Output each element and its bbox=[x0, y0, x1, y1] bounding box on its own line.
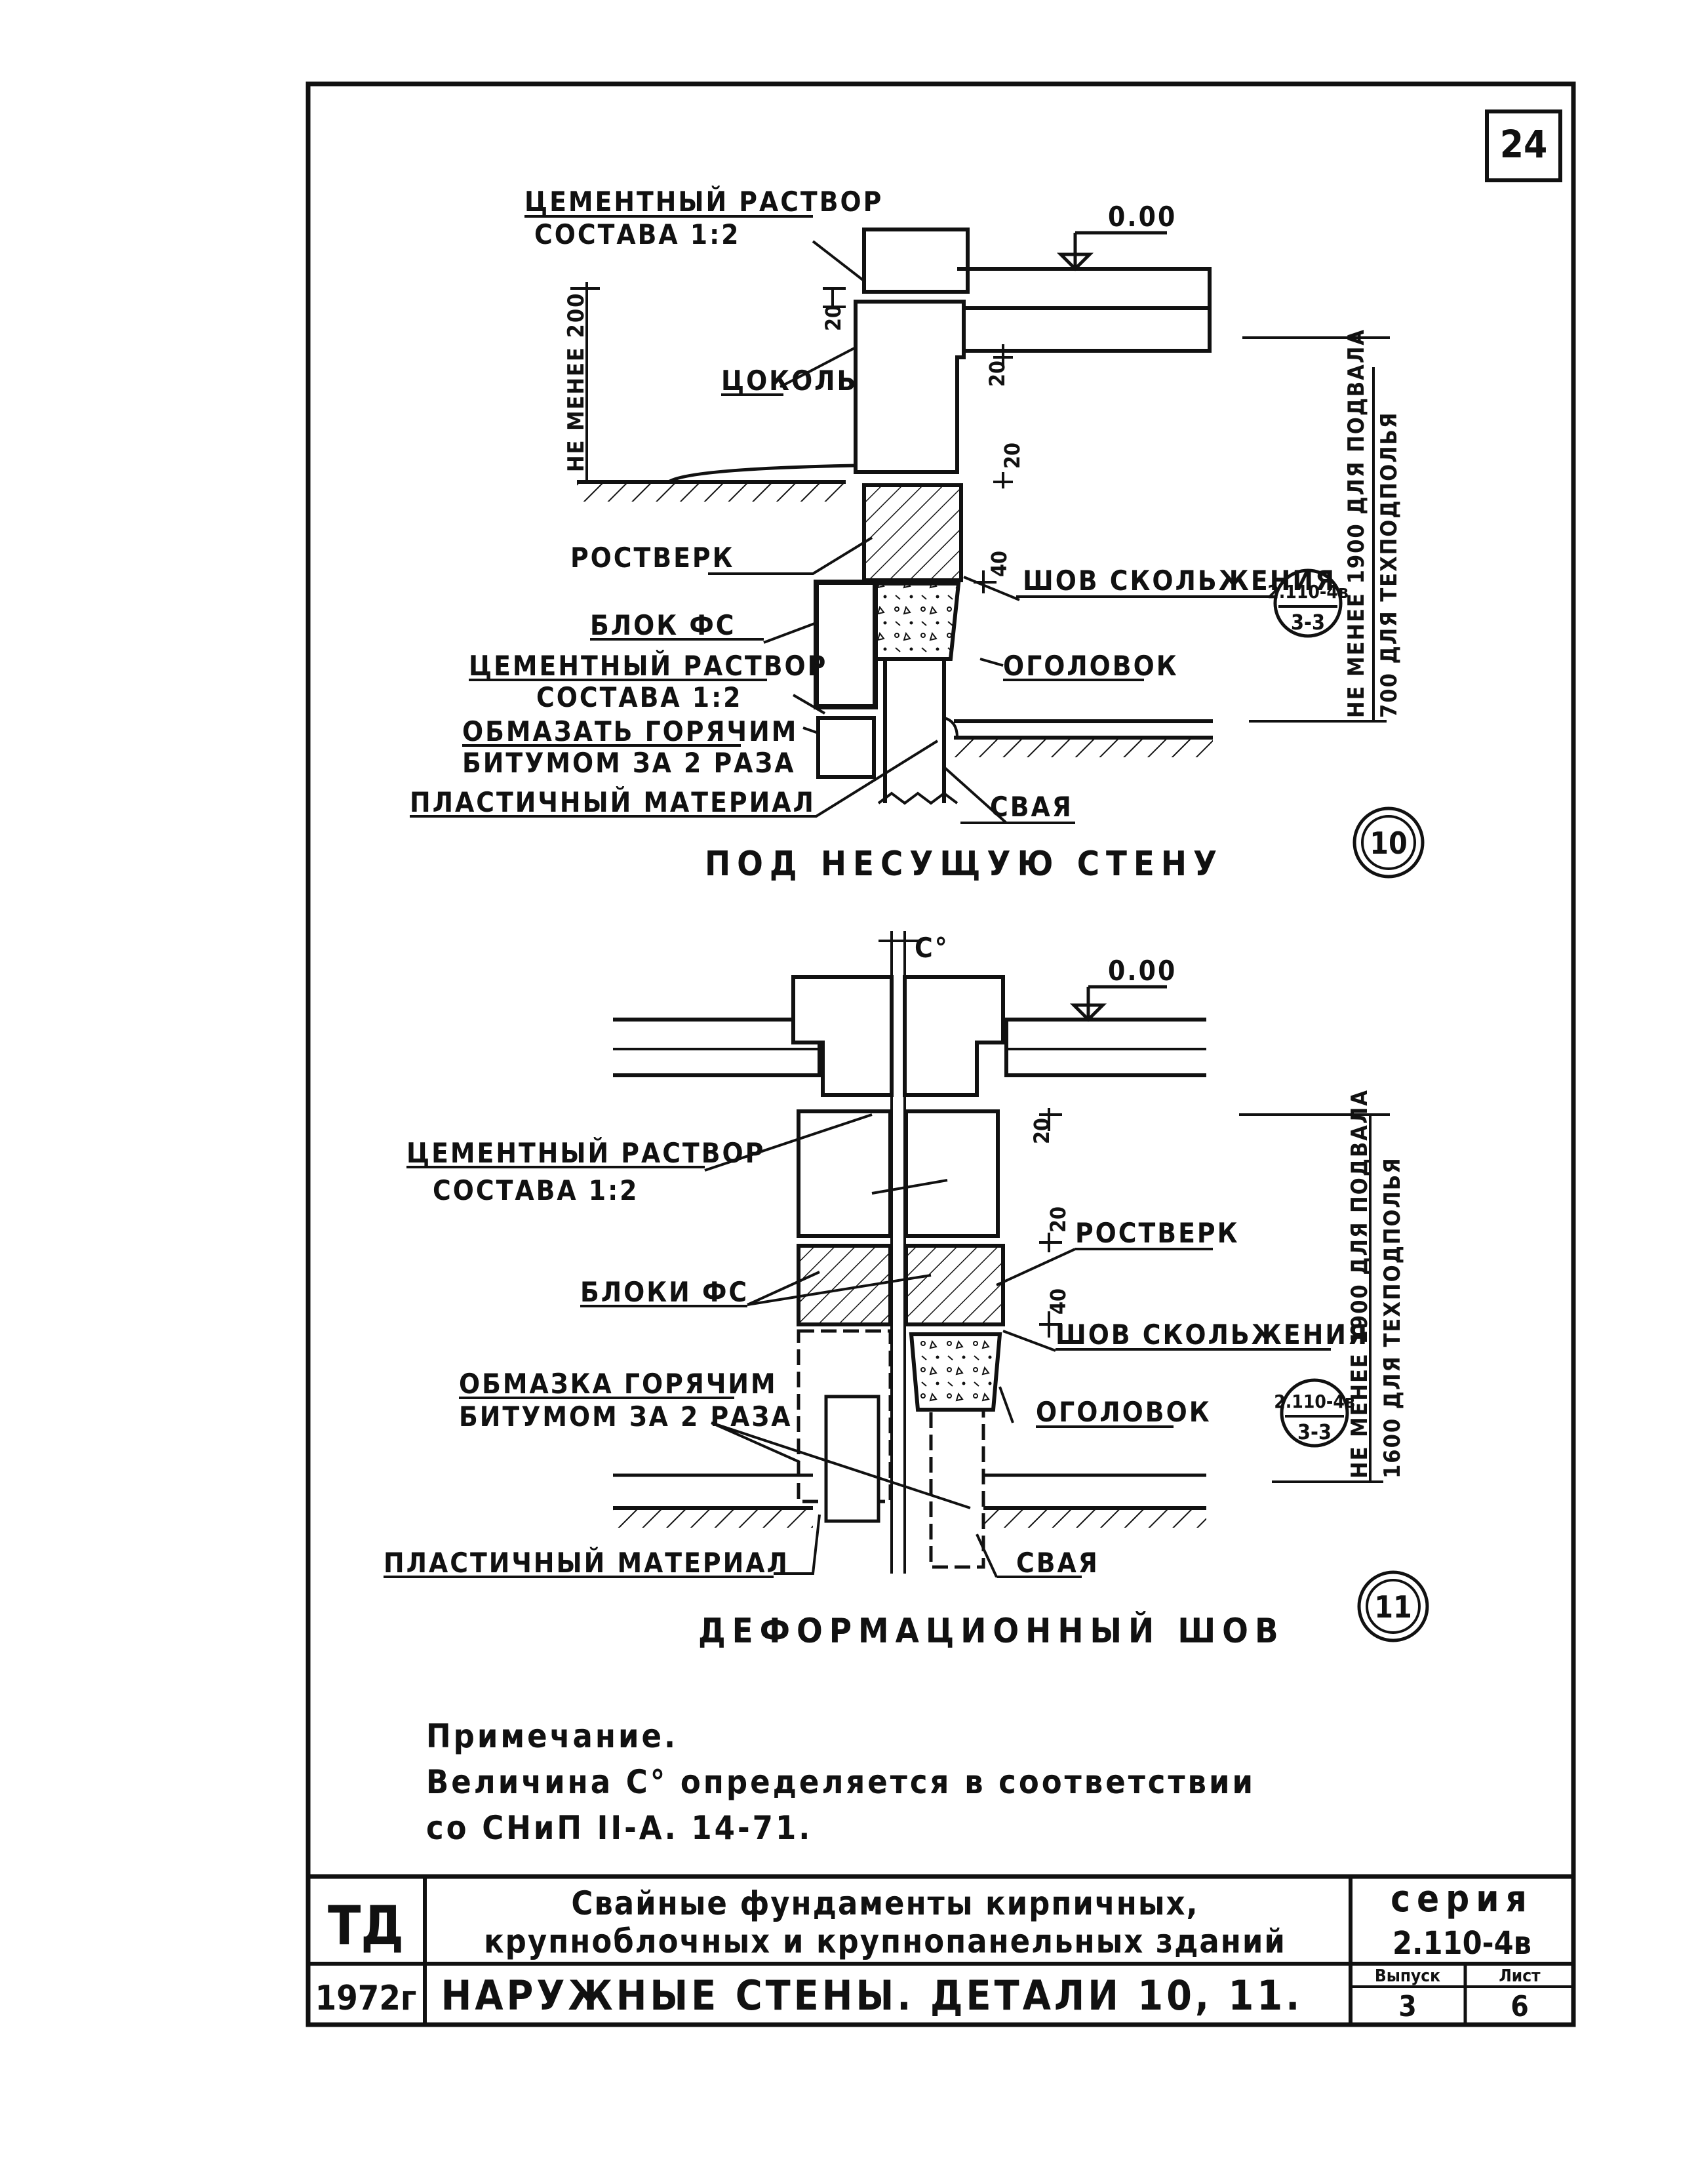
d11-dim-20-b: 20 bbox=[1046, 1206, 1071, 1233]
d10-block: БЛОК ФС bbox=[590, 609, 736, 641]
d10-pile-cap: ОГОЛОВОК bbox=[1003, 650, 1179, 682]
d11-ref-top: 2.110-4в bbox=[1274, 1391, 1355, 1412]
d10-mortar-label-2: СОСТАВА 1:2 bbox=[534, 218, 740, 250]
series-label: серия bbox=[1391, 1878, 1533, 1920]
page-number-box: 24 bbox=[1485, 109, 1562, 182]
d10-dim-20-c: 20 bbox=[1000, 443, 1025, 469]
issue-value: 3 bbox=[1398, 1990, 1417, 2023]
title-line-1: Свайные фундаменты кирпичных, bbox=[571, 1884, 1198, 1922]
d11-grillage: РОСТВЕРК bbox=[1075, 1217, 1240, 1249]
d10-number-badge: 10 bbox=[1352, 806, 1425, 879]
note-title: Примечание. bbox=[426, 1717, 678, 1755]
sheet-label: Лист bbox=[1499, 1966, 1541, 1986]
d11-number-badge: 11 bbox=[1357, 1570, 1429, 1642]
d10-pile: СВАЯ bbox=[990, 791, 1073, 823]
title-block-code: ТД bbox=[328, 1895, 404, 1957]
d10-dim-20-a: 20 bbox=[821, 305, 846, 331]
d11-level: 0.00 bbox=[1108, 955, 1177, 987]
series-value: 2.110-4в bbox=[1392, 1925, 1531, 1962]
d10-bitumen-2: БИТУМОМ ЗА 2 РАЗА bbox=[462, 747, 796, 779]
d11-bitumen-1: ОБМАЗКА ГОРЯЧИМ bbox=[459, 1368, 778, 1400]
sheet-value: 6 bbox=[1510, 1990, 1529, 2023]
title-line-2: крупноблочных и крупнопанельных зданий bbox=[484, 1922, 1286, 1960]
d10-dim-20-b: 20 bbox=[985, 361, 1010, 387]
d10-mortar2-1: ЦЕМЕНТНЫЙ РАСТВОР bbox=[469, 649, 827, 682]
d10-min-height-left: НЕ МЕНЕЕ 200 bbox=[563, 292, 589, 472]
d11-dim-20-a: 20 bbox=[1029, 1118, 1054, 1144]
d10-plastic: ПЛАСТИЧНЫЙ МАТЕРИАЛ bbox=[410, 785, 816, 818]
d11-ref-bottom: 3-3 bbox=[1297, 1420, 1332, 1444]
page-number: 24 bbox=[1500, 122, 1548, 167]
d10-min-height-right-2: 700 ДЛЯ ТЕХПОДПОЛЬЯ bbox=[1376, 412, 1402, 718]
d11-bitumen-2: БИТУМОМ ЗА 2 РАЗА bbox=[459, 1400, 793, 1433]
d11-gap: C° bbox=[915, 932, 949, 964]
d11-mortar-2: СОСТАВА 1:2 bbox=[433, 1174, 639, 1206]
d10-ref-top: 2.110-4в bbox=[1267, 581, 1349, 603]
d10-caption: ПОД НЕСУЩУЮ СТЕНУ bbox=[705, 844, 1223, 884]
detail-10-drawing bbox=[570, 228, 1390, 824]
d11-slip-joint: ШОВ СКОЛЬЖЕНИЯ bbox=[1056, 1319, 1369, 1351]
d11-pile: СВАЯ bbox=[1016, 1547, 1099, 1579]
d11-min-height-2: 1600 ДЛЯ ТЕХПОДПОЛЬЯ bbox=[1379, 1157, 1406, 1479]
d11-blocks: БЛОКИ ФС bbox=[580, 1276, 749, 1308]
svg-text:10: 10 bbox=[1370, 825, 1408, 861]
d10-grillage: РОСТВЕРК bbox=[570, 542, 735, 574]
d11-plastic: ПЛАСТИЧНЫЙ МАТЕРИАЛ bbox=[384, 1546, 789, 1579]
d11-caption: ДЕФОРМАЦИОННЫЙ ШОВ bbox=[698, 1611, 1285, 1651]
d11-dim-40: 40 bbox=[1046, 1288, 1071, 1315]
note-line-2: со СНиП II-А. 14-71. bbox=[426, 1809, 812, 1847]
note-line-1: Величина C° определяется в соответствии bbox=[426, 1763, 1255, 1801]
d10-ref-bottom: 3-3 bbox=[1291, 610, 1325, 635]
title-block-year: 1972г bbox=[315, 1979, 417, 2018]
d10-plinth: ЦОКОЛЬ bbox=[721, 365, 858, 397]
d10-mortar2-2: СОСТАВА 1:2 bbox=[536, 681, 742, 713]
title-block bbox=[306, 1874, 1576, 2027]
d10-slip-joint: ШОВ СКОЛЬЖЕНИЯ bbox=[1023, 565, 1336, 597]
d11-pile-cap: ОГОЛОВОК bbox=[1036, 1396, 1212, 1428]
issue-label: Выпуск bbox=[1375, 1966, 1440, 1986]
d10-level: 0.00 bbox=[1108, 201, 1177, 233]
d10-bitumen-1: ОБМАЗАТЬ ГОРЯЧИМ bbox=[462, 715, 798, 747]
d10-dim-40: 40 bbox=[987, 551, 1012, 577]
d10-min-height-right-1: НЕ МЕНЕЕ 1900 ДЛЯ ПОДВАЛА bbox=[1343, 328, 1370, 718]
d11-min-height-1: НЕ МЕНЕЕ 1900 ДЛЯ ПОДВАЛА bbox=[1347, 1089, 1373, 1479]
sheet-title: НАРУЖНЫЕ СТЕНЫ. ДЕТАЛИ 10, 11. bbox=[441, 1972, 1303, 2019]
d11-mortar-1: ЦЕМЕНТНЫЙ РАСТВОР bbox=[406, 1136, 765, 1169]
d10-mortar-label-1: ЦЕМЕНТНЫЙ РАСТВОР bbox=[524, 185, 883, 218]
svg-text:11: 11 bbox=[1374, 1589, 1412, 1625]
detail-11-drawing bbox=[613, 931, 1390, 1578]
